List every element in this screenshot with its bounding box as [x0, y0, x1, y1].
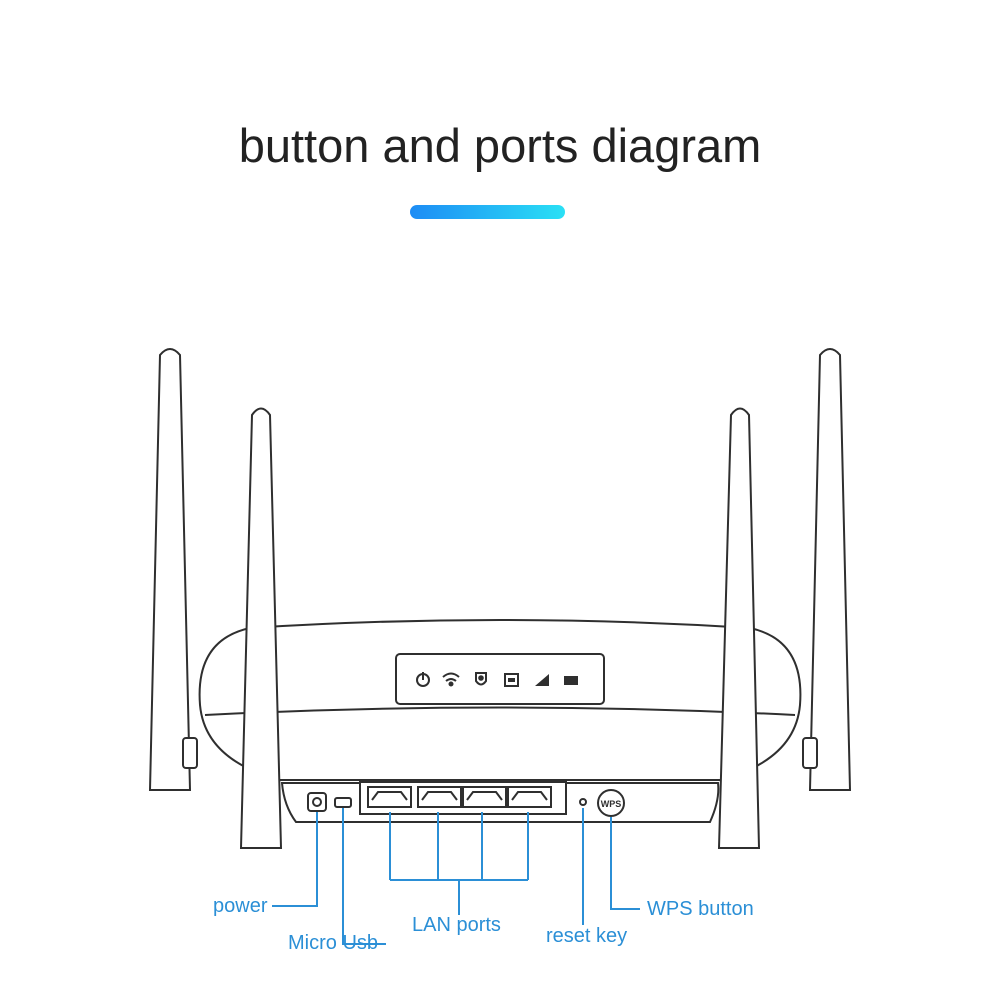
router-body-line: [204, 706, 796, 716]
antenna-front-left: [239, 407, 283, 849]
antenna-rear-right: [808, 348, 852, 791]
power-port: [307, 792, 327, 812]
wps-shield-icon: [475, 672, 487, 686]
callout-micro-usb: [342, 808, 386, 945]
antenna-hinge-left: [182, 737, 198, 769]
antenna-hinge-right: [802, 737, 818, 769]
label-wps-button: WPS button: [647, 898, 754, 920]
lan-port-2: [417, 786, 462, 808]
lan-icon: [504, 673, 519, 687]
antenna-rear-left: [148, 348, 192, 791]
title-accent-bar: [410, 205, 565, 219]
led-panel: [395, 653, 605, 705]
power-icon: [416, 672, 430, 687]
label-power: power: [213, 895, 268, 917]
wifi-icon: [442, 672, 460, 687]
page-title: button and ports diagram: [238, 119, 762, 172]
antenna-front-right: [717, 407, 761, 849]
callout-lan: [389, 812, 529, 915]
callout-power: [272, 812, 318, 907]
label-lan-ports: LAN ports: [412, 914, 501, 936]
lan-port-4: [507, 786, 552, 808]
lan-port-1: [367, 786, 412, 808]
micro-usb-port: [334, 797, 352, 808]
lan-port-3: [462, 786, 507, 808]
label-micro-usb: Micro Usb: [288, 932, 379, 954]
label-reset-key: reset key: [546, 925, 628, 947]
battery-icon: [564, 676, 578, 685]
wps-badge: WPS: [601, 799, 622, 809]
wps-button-shape: [597, 789, 625, 817]
signal-icon: [535, 674, 549, 686]
callout-wps: [610, 817, 640, 910]
reset-hole: [579, 798, 587, 806]
